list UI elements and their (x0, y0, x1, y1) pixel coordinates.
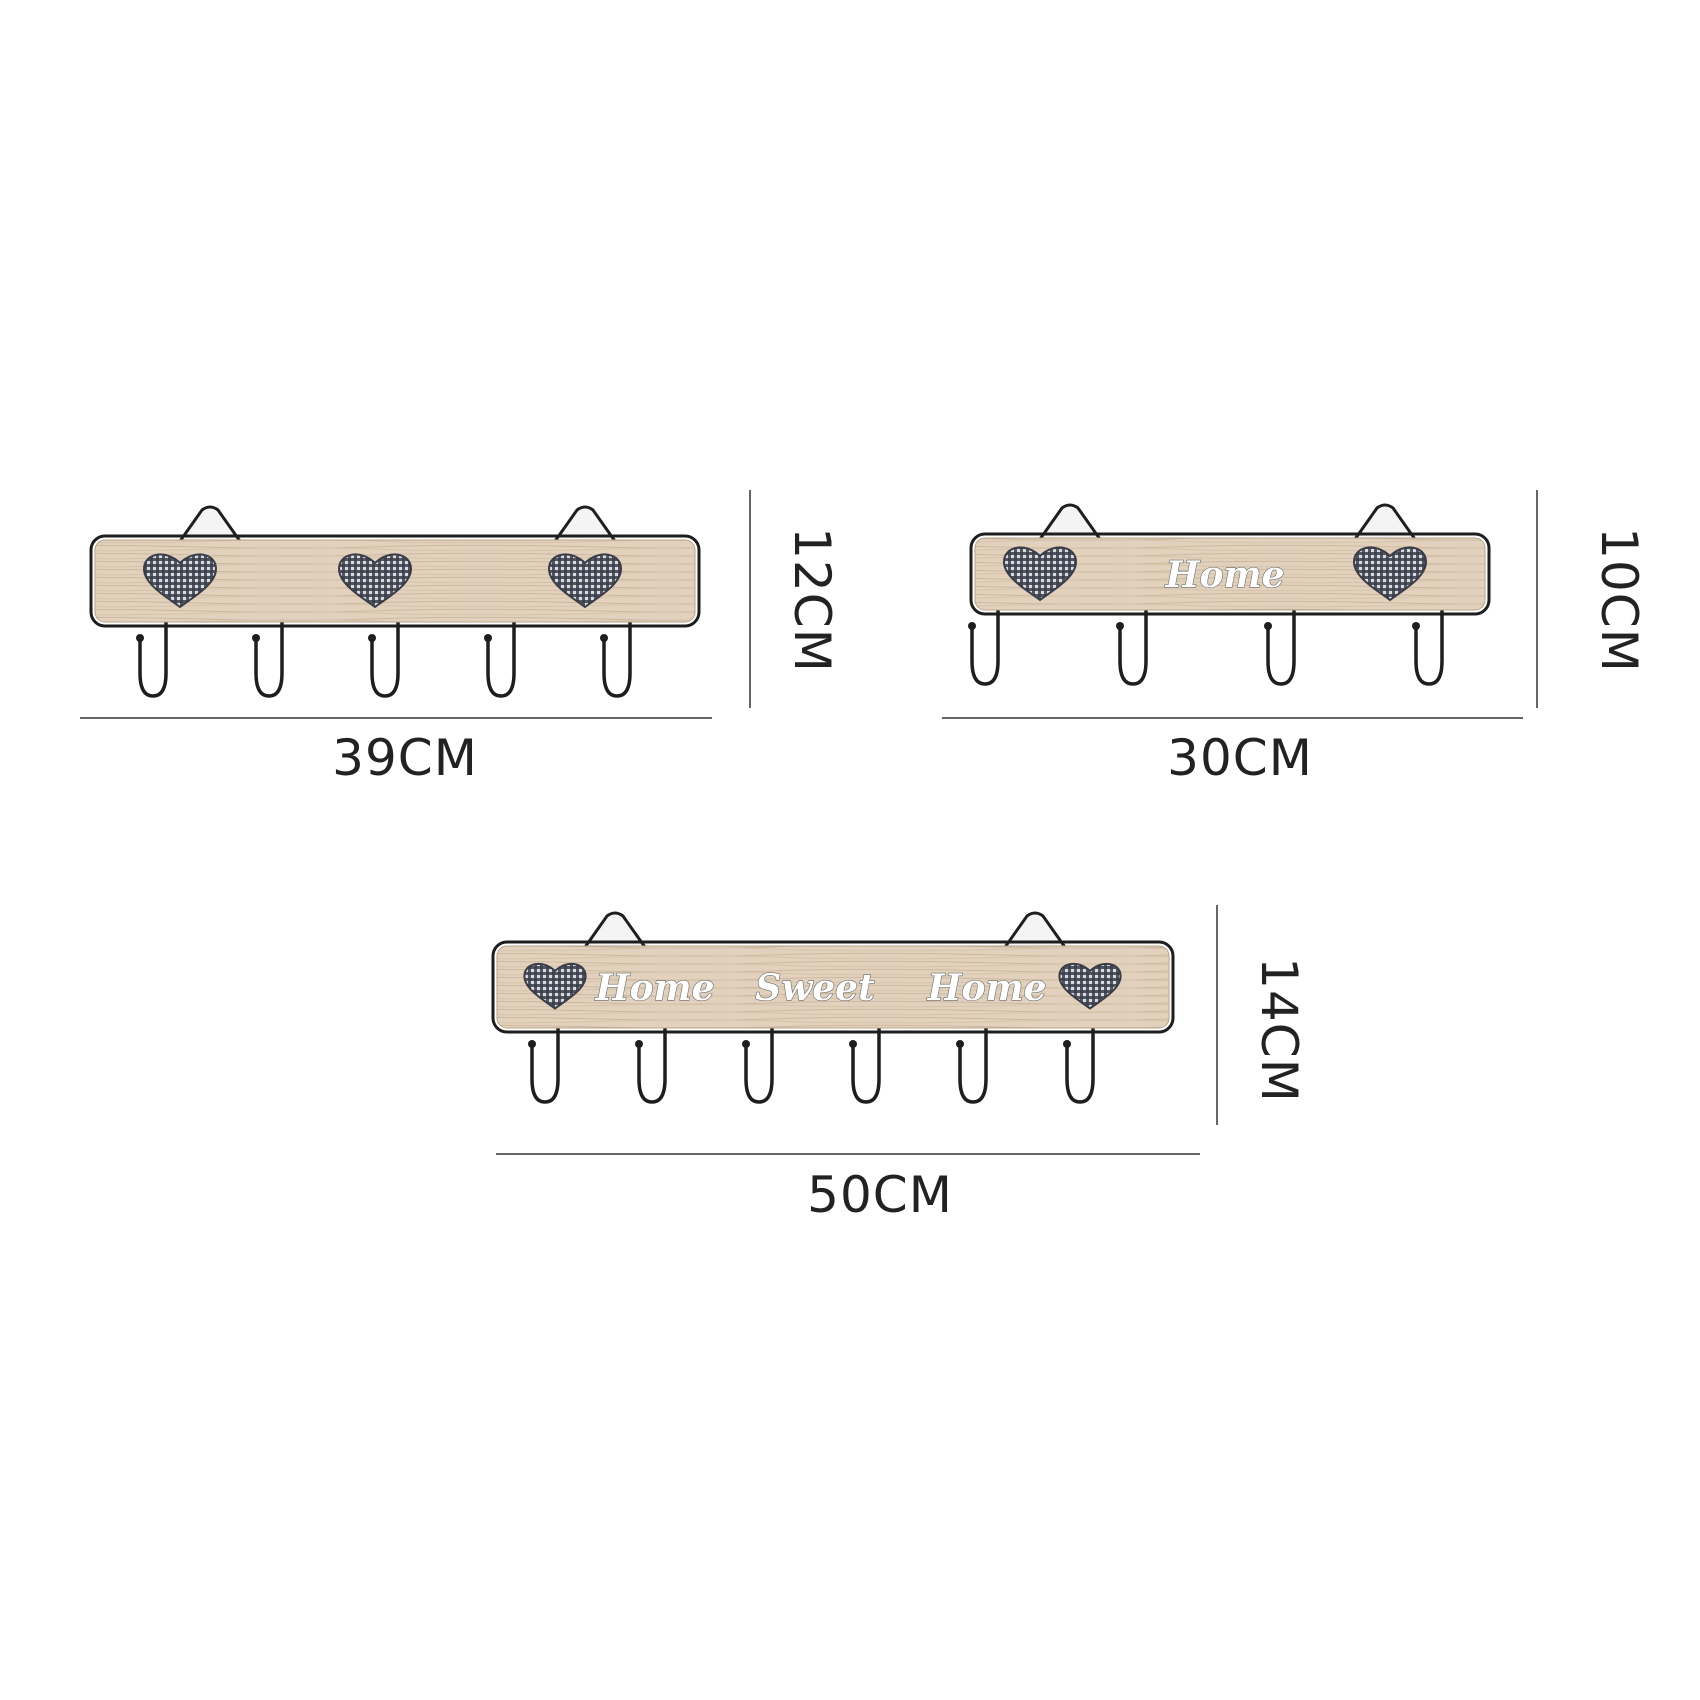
hook-tip (600, 634, 608, 642)
hook (1065, 1022, 1095, 1104)
board-word: Home (926, 967, 1046, 1009)
hook-tip (484, 634, 492, 642)
hook (851, 1022, 881, 1104)
hook-tip (849, 1040, 857, 1048)
metal-frame (89, 534, 701, 628)
fabric-heart (1352, 546, 1428, 602)
hook (637, 1022, 667, 1104)
hook (370, 616, 400, 698)
fabric-heart (142, 553, 218, 609)
hanging-tab (1001, 911, 1069, 951)
hook (1118, 604, 1148, 686)
hook (486, 616, 516, 698)
board-word: Home (594, 967, 714, 1009)
hook (530, 1022, 560, 1104)
metal-frame (969, 532, 1491, 616)
fabric-heart (547, 553, 623, 609)
height-label: 12CM (783, 527, 841, 673)
fabric-heart (1002, 546, 1078, 602)
hook-tip (1063, 1040, 1071, 1048)
width-label: 30CM (1167, 729, 1313, 787)
hanging-tab (581, 911, 649, 951)
wooden-board (496, 945, 1170, 1029)
hook-tip (968, 622, 976, 630)
hook (958, 1022, 988, 1104)
hook (744, 1022, 774, 1104)
coat-rack-3: Home Sweet Home (491, 911, 1175, 1104)
hook-tip (742, 1040, 750, 1048)
hook-tip (1116, 622, 1124, 630)
hook (254, 616, 284, 698)
width-label: 50CM (807, 1166, 953, 1224)
hanging-tab (1351, 503, 1419, 543)
hook-tip (1264, 622, 1272, 630)
height-label: 10CM (1590, 527, 1648, 673)
board-word: Home (1164, 554, 1284, 596)
hook (1414, 604, 1444, 686)
hook (970, 604, 1000, 686)
coat-rack-1 (89, 505, 701, 698)
hook-tip (635, 1040, 643, 1048)
width-label: 39CM (332, 729, 478, 787)
fabric-heart (337, 553, 413, 609)
hook (602, 616, 632, 698)
hook-tip (136, 634, 144, 642)
fabric-heart (1058, 962, 1122, 1010)
height-label: 14CM (1250, 957, 1308, 1103)
hook-tip (1412, 622, 1420, 630)
hook-tip (528, 1040, 536, 1048)
hanging-tab (176, 505, 244, 545)
hook-tip (368, 634, 376, 642)
metal-frame (491, 940, 1175, 1034)
hook-tip (956, 1040, 964, 1048)
hanging-tab (551, 505, 619, 545)
hook-tip (252, 634, 260, 642)
hanging-tab (1036, 503, 1104, 543)
fabric-heart (523, 962, 587, 1010)
hook (1266, 604, 1296, 686)
hook (138, 616, 168, 698)
coat-rack-2: Home (968, 503, 1491, 686)
board-word: Sweet (755, 967, 875, 1009)
